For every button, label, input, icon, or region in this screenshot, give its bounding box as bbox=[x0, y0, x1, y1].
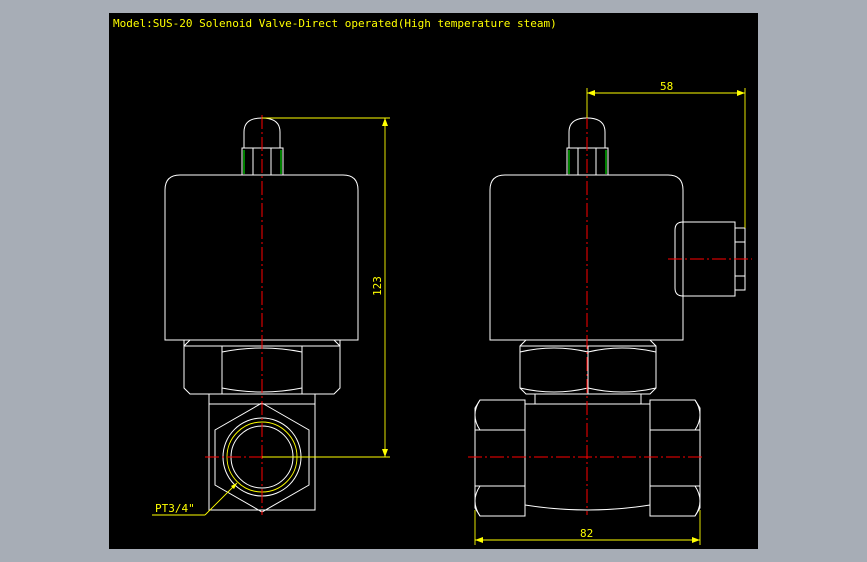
dimension-body-length: 82 bbox=[474, 510, 701, 545]
side-view bbox=[468, 115, 752, 517]
front-valve-body bbox=[208, 403, 316, 511]
front-hex-nut bbox=[183, 339, 341, 395]
dimension-height-label: 123 bbox=[371, 276, 384, 296]
drawing-canvas: Model:SUS-20 Solenoid Valve-Direct opera… bbox=[113, 17, 752, 545]
side-coil-housing bbox=[489, 174, 684, 341]
dimension-height: 123 bbox=[262, 117, 390, 458]
thread-label: PT3/4" bbox=[155, 502, 195, 515]
dimension-body-length-label: 82 bbox=[580, 527, 593, 540]
drawing-title: Model:SUS-20 Solenoid Valve-Direct opera… bbox=[113, 17, 557, 30]
dimension-side-offset-label: 58 bbox=[660, 80, 673, 93]
front-view bbox=[164, 115, 359, 515]
side-right-port bbox=[649, 399, 701, 517]
dimension-side-offset: 58 bbox=[586, 80, 746, 228]
side-left-port bbox=[474, 399, 526, 517]
thread-leader: PT3/4" bbox=[152, 482, 238, 516]
front-coil-housing bbox=[164, 174, 359, 341]
side-connector bbox=[674, 221, 736, 297]
side-neck bbox=[534, 393, 642, 405]
cad-drawing-area[interactable]: Model:SUS-20 Solenoid Valve-Direct opera… bbox=[109, 13, 758, 549]
